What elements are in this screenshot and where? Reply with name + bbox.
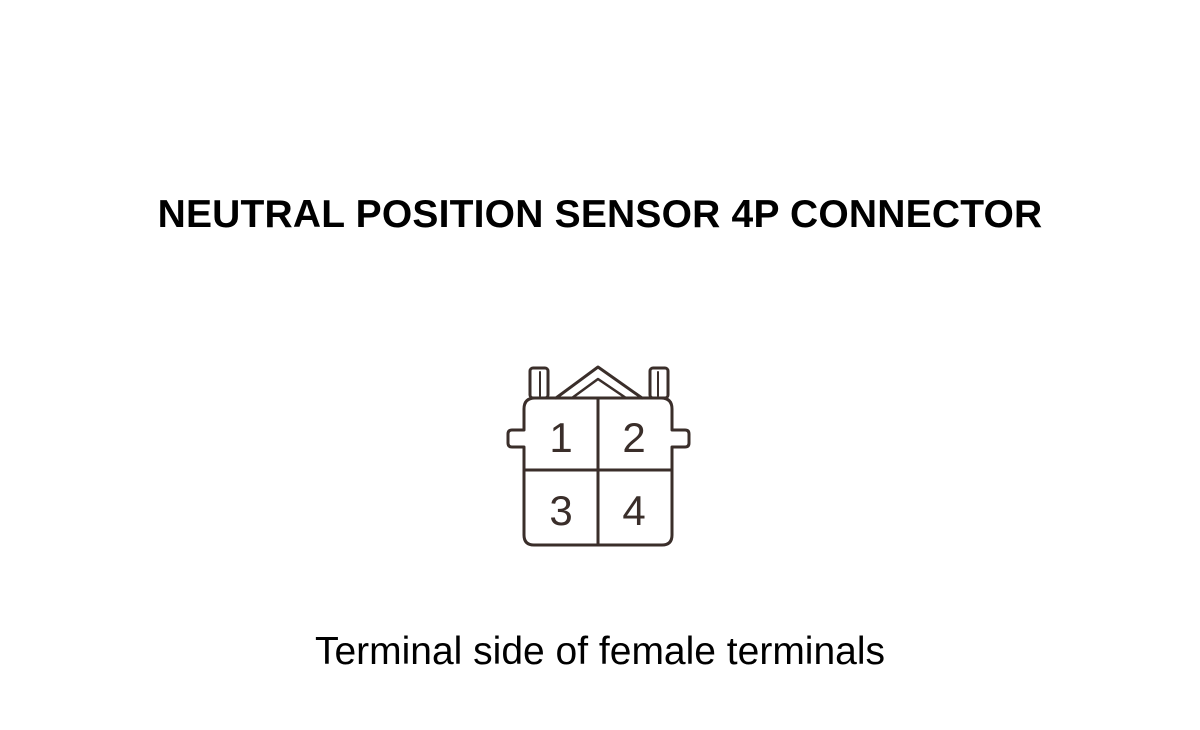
latch-chevron-inner <box>570 377 628 400</box>
pin-label-4: 4 <box>622 487 645 534</box>
connector-housing <box>506 396 691 547</box>
diagram-title: NEUTRAL POSITION SENSOR 4P CONNECTOR <box>157 193 1043 236</box>
diagram-caption: Terminal side of female terminals <box>314 630 886 673</box>
lock-post-right <box>648 366 670 400</box>
lock-post-left <box>528 366 550 400</box>
pin-label-3: 3 <box>549 487 572 534</box>
latch-chevron-outer <box>554 365 644 400</box>
pin-label-2: 2 <box>622 414 645 461</box>
pin-label-1: 1 <box>549 414 572 461</box>
